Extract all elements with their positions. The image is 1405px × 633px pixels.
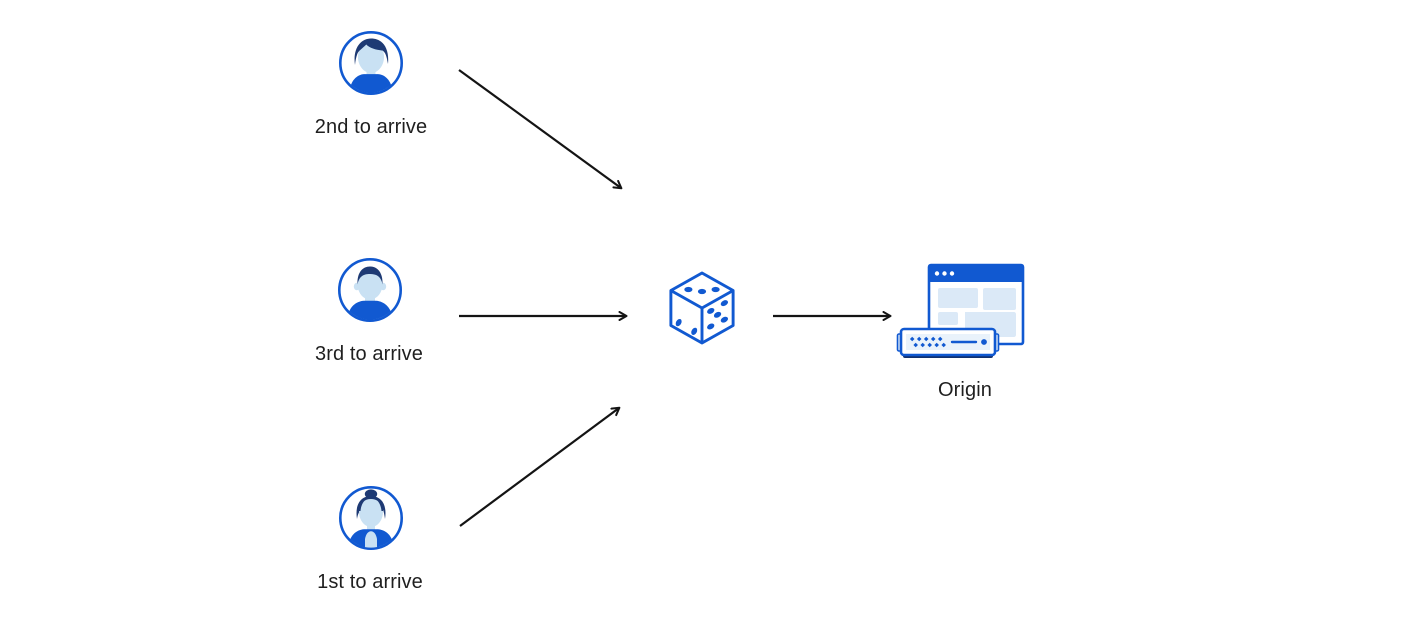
- arrow-client2-to-dice: [458, 69, 623, 190]
- client-label: 2nd to arrive: [314, 116, 428, 138]
- client-node-2nd: 2nd to arrive: [315, 30, 427, 138]
- origin-node: Origin: [896, 262, 1028, 401]
- client-label: 1st to arrive: [317, 571, 423, 593]
- female-bun-avatar-icon: [338, 485, 404, 551]
- client-label: 3rd to arrive: [314, 343, 423, 365]
- arrow-client1-to-dice: [459, 406, 621, 527]
- dice-node: [667, 267, 737, 349]
- male-avatar-icon: [338, 30, 404, 96]
- origin-label: Origin: [938, 379, 992, 401]
- male-short-hair-avatar-icon: [337, 257, 403, 323]
- origin-server-browser-icon: [896, 263, 1025, 358]
- client-node-1st: 1st to arrive: [317, 485, 423, 593]
- dice-icon: [669, 271, 735, 345]
- client-node-3rd: 3rd to arrive: [315, 257, 423, 365]
